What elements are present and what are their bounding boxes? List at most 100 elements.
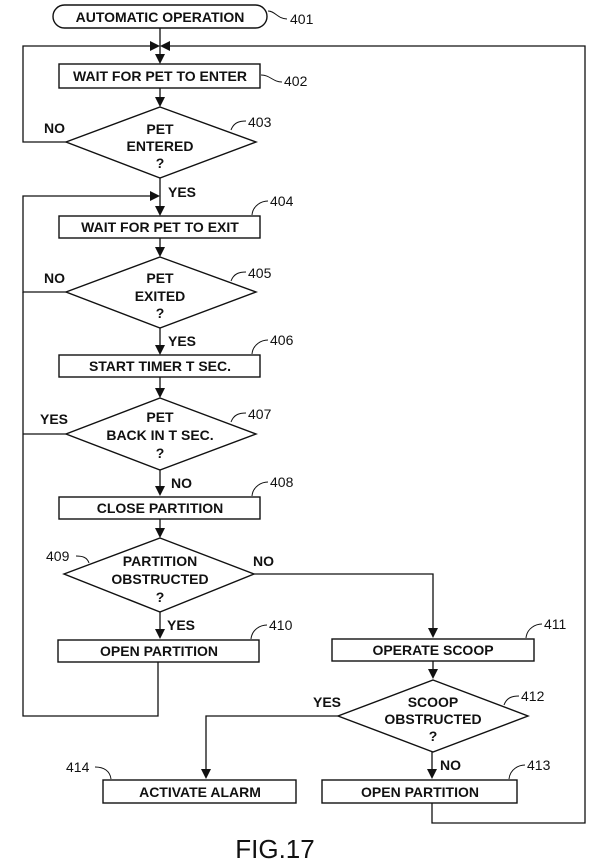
decision-shape — [62, 537, 256, 613]
node-407-text-1: PET — [146, 409, 174, 425]
connector-409-411 — [254, 573, 434, 629]
connector-405-no-loop — [22, 195, 150, 293]
node-411-text: OPERATE SCOOP — [372, 642, 493, 658]
node-402-process: WAIT FOR PET TO ENTER 402 — [58, 63, 308, 89]
ref-410: 410 — [269, 617, 293, 633]
node-404-process: WAIT FOR PET TO EXIT 404 — [58, 193, 294, 239]
node-412-decision: SCOOP OBSTRUCTED ? 412 YES NO — [313, 679, 545, 773]
ref-leader — [508, 764, 526, 780]
ref-409: 409 — [46, 548, 70, 564]
node-409-text-1: PARTITION — [123, 553, 197, 569]
node-403-text-3: ? — [156, 155, 165, 171]
node-403-decision: PET ENTERED ? 403 NO YES — [44, 106, 272, 200]
branch-409-no: NO — [253, 553, 274, 569]
node-405-decision: PET EXITED ? 405 NO YES — [44, 256, 272, 349]
connector-412-414 — [205, 715, 338, 770]
branch-409-yes: YES — [167, 617, 195, 633]
ref-406: 406 — [270, 332, 294, 348]
ref-leader — [250, 624, 268, 640]
ref-leader — [94, 766, 112, 780]
node-413-process: OPEN PARTITION 413 — [321, 757, 551, 804]
decision-shape — [64, 397, 258, 471]
node-404-text: WAIT FOR PET TO EXIT — [81, 219, 239, 235]
node-405-text-3: ? — [156, 305, 165, 321]
terminal-shape — [52, 4, 268, 29]
ref-leader — [251, 200, 269, 216]
node-410-process: OPEN PARTITION 410 — [57, 617, 293, 663]
node-413-text: OPEN PARTITION — [361, 784, 479, 800]
branch-412-yes: YES — [313, 694, 341, 710]
process-shape — [58, 63, 261, 89]
node-407-text-2: BACK IN T SEC. — [106, 427, 213, 443]
ref-414: 414 — [66, 759, 90, 775]
node-406-process: START TIMER T SEC. 406 — [58, 332, 294, 378]
node-406-text: START TIMER T SEC. — [89, 358, 231, 374]
ref-407: 407 — [248, 406, 272, 422]
decision-shape — [336, 679, 530, 753]
arrow-head — [155, 345, 165, 355]
connector-413-loop — [170, 45, 586, 824]
ref-413: 413 — [527, 757, 551, 773]
branch-403-yes: YES — [168, 184, 196, 200]
arrow-head — [155, 486, 165, 496]
node-405-text-2: EXITED — [135, 288, 186, 304]
ref-leader — [230, 271, 247, 282]
node-412-text-2: OBSTRUCTED — [384, 711, 481, 727]
branch-403-no: NO — [44, 120, 65, 136]
node-409-text-2: OBSTRUCTED — [111, 571, 208, 587]
arrow-head — [155, 629, 165, 639]
arrow-head — [427, 769, 437, 779]
node-407-decision: PET BACK IN T SEC. ? 407 YES NO — [40, 397, 272, 491]
arrow-head — [155, 206, 165, 216]
arrow-head — [155, 54, 165, 64]
node-408-text: CLOSE PARTITION — [97, 500, 224, 516]
node-411-process: OPERATE SCOOP 411 — [331, 616, 567, 662]
ref-leader — [251, 481, 269, 497]
ref-leader — [251, 339, 269, 355]
decision-shape — [64, 106, 259, 179]
node-412-text-1: SCOOP — [408, 694, 459, 710]
branch-405-no: NO — [44, 270, 65, 286]
arrow-head — [150, 191, 160, 201]
ref-leader — [75, 555, 90, 564]
branch-407-no: NO — [171, 475, 192, 491]
figure-caption: FIG.17 — [235, 834, 314, 864]
arrow-head — [428, 669, 438, 679]
arrow-head — [155, 388, 165, 398]
ref-leader — [503, 695, 520, 706]
branch-412-no: NO — [440, 757, 461, 773]
process-shape — [102, 779, 297, 804]
decision-shape — [64, 256, 259, 329]
node-403-text-2: ENTERED — [127, 138, 194, 154]
arrow-head — [155, 97, 165, 107]
node-403-text-1: PET — [146, 121, 174, 137]
ref-leader — [260, 74, 283, 83]
ref-leader — [267, 10, 288, 20]
ref-405: 405 — [248, 265, 272, 281]
process-shape — [58, 496, 261, 520]
arrow-head — [155, 247, 165, 257]
process-shape — [331, 638, 535, 662]
node-409-text-3: ? — [156, 589, 165, 605]
node-409-decision: PARTITION OBSTRUCTED ? 409 NO YES — [46, 537, 274, 633]
process-shape — [321, 779, 518, 804]
ref-412: 412 — [521, 688, 545, 704]
arrow-head — [160, 41, 170, 51]
ref-404: 404 — [270, 193, 294, 209]
ref-403: 403 — [248, 114, 272, 130]
arrow-head — [155, 528, 165, 538]
connector-410-loop — [22, 292, 159, 717]
branch-405-yes: YES — [168, 333, 196, 349]
ref-leader — [230, 120, 247, 131]
process-shape — [58, 354, 261, 378]
ref-leader — [525, 623, 543, 639]
process-shape — [58, 215, 261, 239]
node-407-text-3: ? — [156, 445, 165, 461]
ref-408: 408 — [270, 474, 294, 490]
node-412-text-3: ? — [429, 728, 438, 744]
arrow-head — [201, 769, 211, 779]
node-401-text: AUTOMATIC OPERATION — [76, 9, 245, 25]
node-414-text: ACTIVATE ALARM — [139, 784, 261, 800]
arrow-head — [428, 628, 438, 638]
